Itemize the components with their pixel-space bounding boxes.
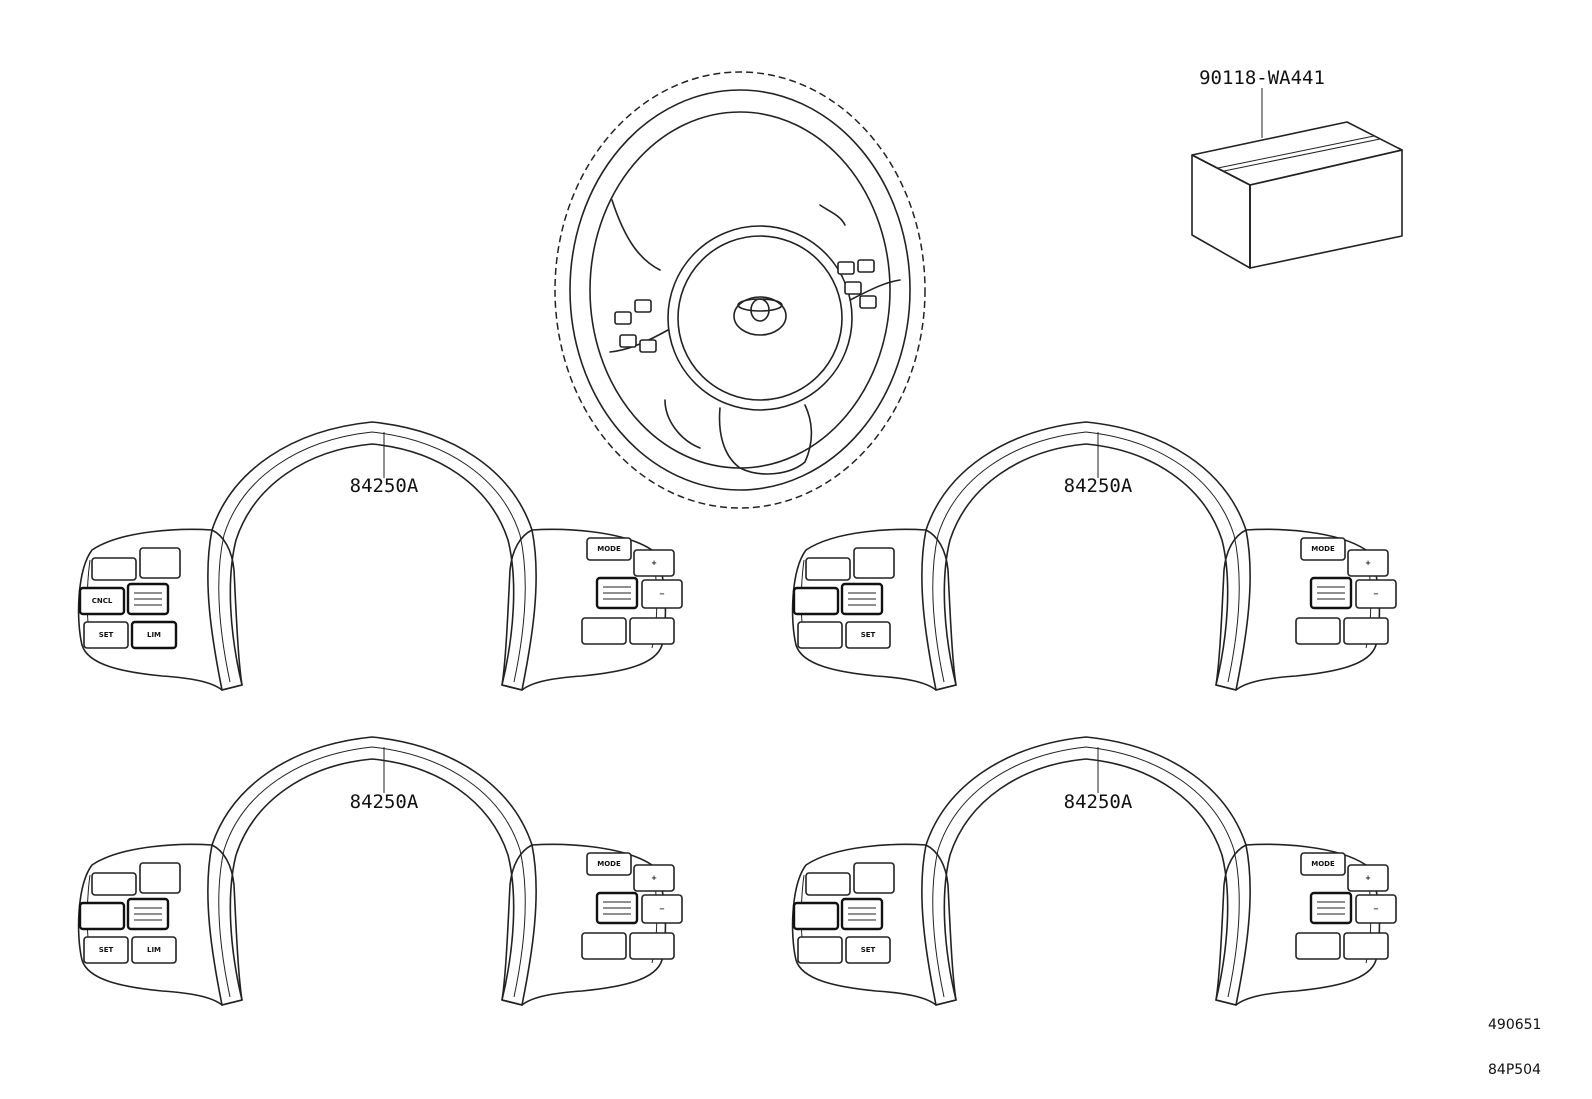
switch-assembly-4: SET MODE + − [791,736,1397,1006]
switch-label-2: 84250A [1064,475,1133,497]
switch-3-minus-label: − [659,905,665,913]
switch-2-mode-label: MODE [1311,545,1335,553]
screw-box-label: 90118-WA441 [1199,67,1325,89]
switch-1-plus-label: + [651,559,657,567]
switch-1-cncl-label: CNCL [92,597,113,605]
switch-2-plus-label: + [1365,559,1371,567]
switch-1-lim-label: LIM [147,631,161,639]
page-code: 84P504 [1488,1062,1541,1078]
switch-assembly-3: SET LIM MODE + − [77,736,683,1006]
switch-4-mode-label: MODE [1311,860,1335,868]
switch-3-lim-label: LIM [147,946,161,954]
switch-1-minus-label: − [659,590,665,598]
switch-2-set-label: SET [861,631,876,639]
switch-3-set-label: SET [99,946,114,954]
switch-1-mode-label: MODE [597,545,621,553]
switch-assembly-2: SET MODE + − [791,421,1397,691]
switch-4-minus-label: − [1373,905,1379,913]
switch-2-minus-label: − [1373,590,1379,598]
switch-3-mode-label: MODE [597,860,621,868]
toyota-emblem-icon [733,296,787,336]
switch-label-1: 84250A [350,475,419,497]
figure-code: 490651 [1488,1017,1541,1033]
switch-label-3: 84250A [350,791,419,813]
screw-box-part [1191,88,1403,269]
steering-wheel-illustration [554,71,926,509]
switch-4-set-label: SET [861,946,876,954]
switch-assembly-1: CNCL SET LIM MODE + − [77,421,683,691]
switch-4-plus-label: + [1365,874,1371,882]
switch-1-set-label: SET [99,631,114,639]
switch-label-4: 84250A [1064,791,1133,813]
switch-3-plus-label: + [651,874,657,882]
